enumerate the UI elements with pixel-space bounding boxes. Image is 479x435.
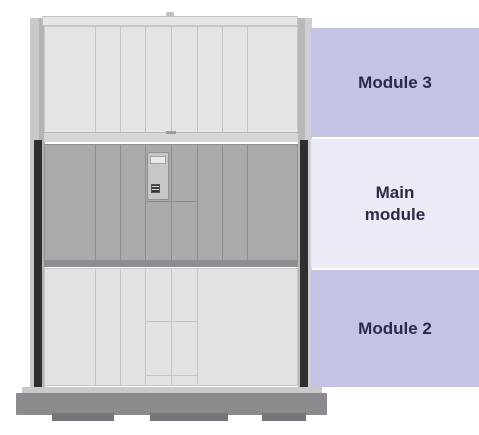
- left-post: [34, 140, 42, 390]
- plinth-foot-left: [52, 413, 114, 421]
- qr-code-icon: [151, 184, 160, 193]
- main-module-label: Main module: [311, 139, 479, 268]
- module-2-label-text: Module 2: [358, 318, 432, 338]
- module-2-cabinet: [44, 268, 298, 386]
- plinth-top: [22, 387, 322, 393]
- module-3-label-text: Module 3: [358, 72, 432, 92]
- cabinet-top-cap: [42, 16, 298, 26]
- module-2-label: Module 2: [311, 270, 479, 387]
- module-3-label: Module 3: [311, 28, 479, 137]
- plinth-foot-middle: [150, 413, 228, 421]
- main-module-label-line1: Main: [375, 182, 415, 202]
- top-hook: [166, 12, 174, 17]
- main-module-label-line2: module: [364, 204, 426, 224]
- module-3-cabinet: [44, 26, 298, 134]
- concrete-plinth: [16, 393, 327, 415]
- main-module-base-band: [44, 260, 298, 267]
- plinth-foot-right: [262, 413, 306, 421]
- handle-mark: [166, 131, 176, 134]
- main-module-cabinet: [44, 144, 298, 262]
- right-post: [300, 140, 308, 390]
- terminal-screen: [150, 156, 166, 164]
